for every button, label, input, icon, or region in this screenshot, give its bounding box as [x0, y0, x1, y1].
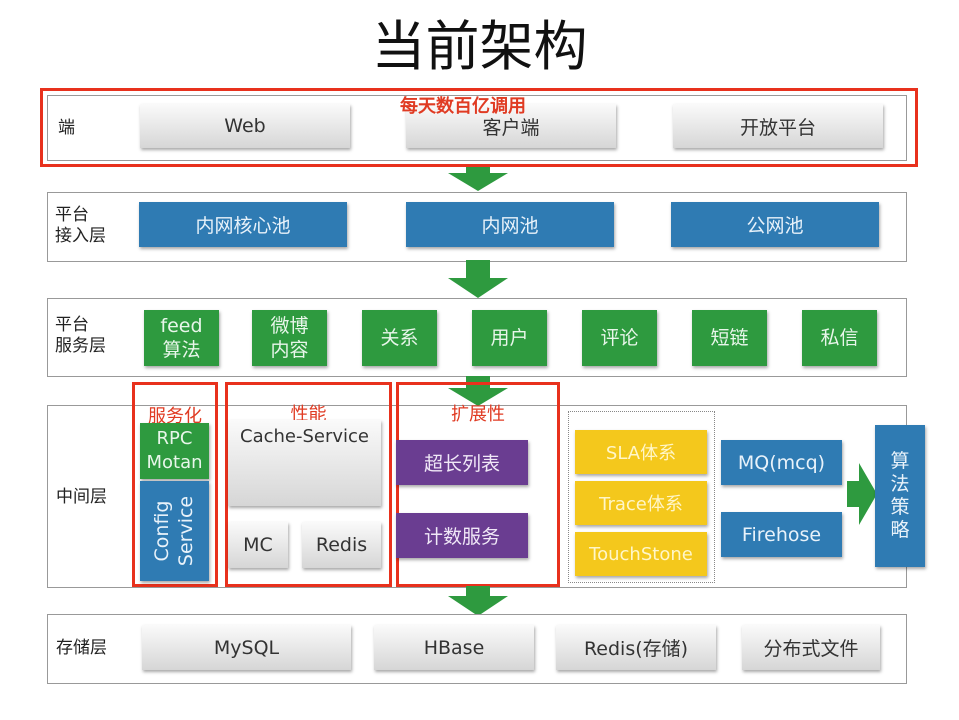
arrow-down-icon: [448, 586, 508, 616]
client-layer-label: 端: [58, 118, 75, 138]
service-message: 私信: [802, 310, 877, 366]
service-label-line1: 平台: [55, 315, 89, 335]
config-line2: Service: [175, 495, 198, 567]
service-feed-line1: feed: [160, 315, 203, 337]
storage-redis: Redis(存储): [556, 625, 716, 670]
storage-layer-label: 存储层: [56, 638, 107, 658]
service-label-line2: 服务层: [55, 336, 106, 356]
client-open-platform: 开放平台: [673, 104, 883, 148]
cache-redis: Redis: [302, 522, 381, 568]
cache-mc: MC: [228, 522, 288, 568]
servitization-frame: [132, 382, 218, 587]
long-list-service: 超长列表: [396, 440, 528, 485]
queue-firehose: Firehose: [721, 512, 842, 557]
service-comment: 评论: [582, 310, 657, 366]
service-feed-line2: 算法: [162, 339, 201, 361]
service-weibo-content: 微博 内容: [252, 310, 327, 366]
client-web: Web: [140, 104, 350, 148]
service-weibo-line1: 微博: [270, 315, 309, 337]
monitoring-group: [568, 411, 715, 583]
arrow-down-icon: [448, 260, 508, 298]
arrow-right-icon: [847, 463, 877, 525]
rpc-line2: Motan: [146, 452, 203, 473]
algorithm-strategy-label: 算法策略: [890, 450, 910, 541]
performance-frame: [225, 382, 392, 587]
monitoring-touchstone: TouchStone: [575, 532, 707, 576]
counter-service: 计数服务: [396, 513, 528, 558]
cache-service: Cache-Service: [228, 420, 381, 506]
access-label-line2: 接入层: [55, 226, 106, 246]
performance-heading: 性能: [290, 404, 327, 425]
queue-mcq: MQ(mcq): [721, 440, 842, 485]
access-intranet-pool: 内网池: [406, 202, 614, 247]
arrow-down-icon: [448, 167, 508, 191]
access-core-pool: 内网核心池: [139, 202, 347, 247]
service-weibo-line2: 内容: [270, 339, 309, 361]
access-layer-label: 平台 接入层: [55, 205, 106, 247]
storage-distributed-file: 分布式文件: [742, 625, 880, 670]
service-shortlink: 短链: [692, 310, 767, 366]
servitization-heading: 服务化: [148, 406, 202, 427]
storage-hbase: HBase: [374, 625, 534, 670]
monitoring-sla: SLA体系: [575, 430, 707, 474]
rpc-line1: RPC: [156, 428, 193, 449]
config-service: Config Service: [140, 481, 209, 581]
access-label-line1: 平台: [55, 205, 89, 225]
service-feed: feed 算法: [144, 310, 219, 366]
page-title: 当前架构: [371, 15, 588, 78]
rpc-motan: RPC Motan: [140, 423, 209, 479]
client-annotation: 每天数百亿调用: [400, 96, 526, 117]
monitoring-trace: Trace体系: [575, 481, 707, 525]
algorithm-strategy: 算法策略: [875, 425, 925, 567]
config-line1: Config: [151, 500, 174, 562]
service-user: 用户: [472, 310, 547, 366]
storage-mysql: MySQL: [142, 625, 351, 670]
service-layer-label: 平台 服务层: [55, 315, 106, 357]
middle-layer-label: 中间层: [56, 487, 107, 507]
access-public-pool: 公网池: [671, 202, 879, 247]
service-relation: 关系: [362, 310, 437, 366]
client-app: 客户端: [406, 104, 616, 148]
client-highlight-frame: [40, 88, 918, 167]
scalability-heading: 扩展性: [451, 404, 505, 425]
